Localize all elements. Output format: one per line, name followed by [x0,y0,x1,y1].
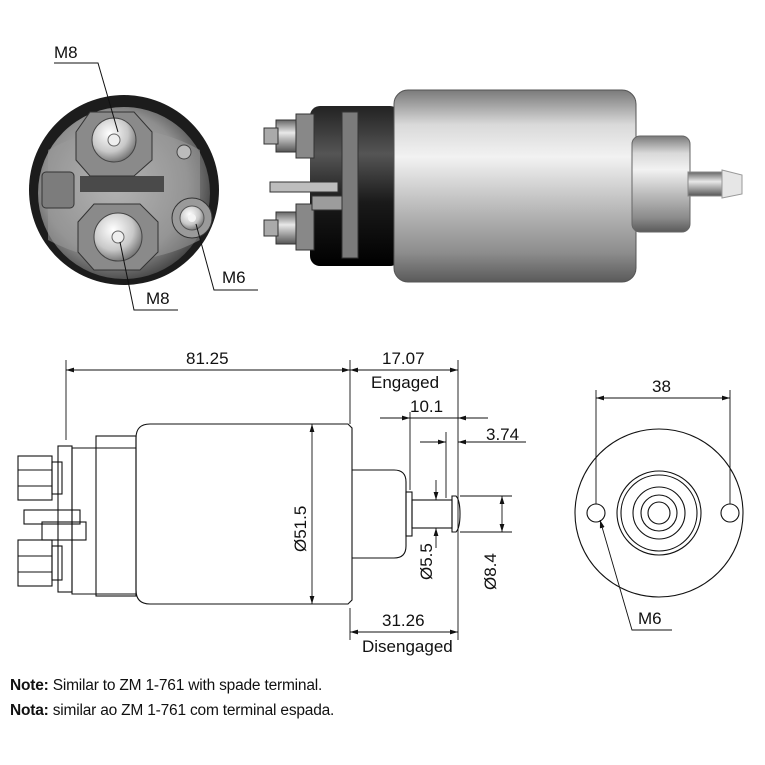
bottom-terminal-nut [275,211,299,245]
note-english: Note: Similar to ZM 1-761 with spade ter… [10,677,322,695]
shaft-diameter-value: Ø5.5 [417,543,436,580]
note-portuguese: Nota: similar ao ZM 1-761 com terminal e… [10,702,334,720]
drawing-plunger-tip [451,495,461,533]
engaged-label: Engaged [371,373,439,392]
drawing-end-boss-inner [620,474,698,552]
overall-length-value: 81.25 [186,349,229,368]
side-view-drawing [17,423,461,605]
m6-leader [195,223,258,291]
top-terminal-stud [263,127,279,145]
drawing-end-plunger-outer [632,486,686,540]
note-portuguese-text: similar ao ZM 1-761 com terminal espada. [48,702,335,719]
body-diameter-value: Ø51.5 [291,506,310,552]
drawing-top-terminal-washer [51,461,63,495]
m6-thread-leader [599,519,672,631]
bottom-terminal-base [295,203,315,251]
m8-bottom-label: M8 [146,289,170,308]
m6-stud [188,214,196,222]
top-terminal-base [295,113,315,159]
drawing-spade-clip [41,521,87,541]
side-clip [41,171,75,209]
mount-thread-label: M6 [638,609,662,628]
insulator-bar [80,176,164,192]
spade-clip [311,195,343,211]
drawing-mount-hole-left [586,503,606,523]
m8-top-stud [107,133,121,147]
metal-band [341,111,359,259]
drawing-end-plunger-core [647,501,671,525]
plunger-end [721,169,743,199]
m8-bottom-stud [111,230,125,244]
disengaged-value: 31.26 [382,611,425,630]
drawing-top-terminal [17,455,53,501]
side-view-dimension-text: 81.25 17.07 Engaged 10.1 3.74 Ø51.5 Ø5.5… [186,349,519,656]
small-rivet [176,144,192,160]
drawing-housing-lip [405,491,413,537]
plunger-tip-value: 3.74 [486,425,519,444]
tip-diameter-value: Ø8.4 [481,553,500,590]
side-view-photo [263,89,743,283]
drawing-end-boss-outer [616,470,702,556]
spade-terminal [269,181,339,193]
mount-spacing-value: 38 [652,377,671,396]
m8-top-label: M8 [54,43,78,62]
drawing-mount-hole-right [720,503,740,523]
m6-label: M6 [222,268,246,287]
plunger-step-value: 10.1 [410,397,443,416]
note-english-text: Similar to ZM 1-761 with spade terminal. [48,677,323,694]
drawing-body [135,423,353,605]
m8-bottom-leader [119,241,178,311]
drawing-end-plunger [640,494,678,532]
engaged-value: 17.07 [382,349,425,368]
top-terminal-nut [275,119,299,153]
drawing-plunger-shaft [411,499,453,529]
note-english-label: Note: [10,677,49,694]
drawing-bottom-terminal [17,539,53,587]
m8-top-leader [54,62,119,133]
note-portuguese-label: Nota: [10,702,49,719]
plunger-tip [687,171,725,197]
drawing-end-outer [574,428,744,598]
disengaged-label: Disengaged [362,637,453,656]
drawing-bottom-terminal-washer [51,545,63,581]
bottom-terminal-stud [263,219,279,237]
plunger-housing [631,135,691,233]
end-view-drawing [574,390,744,631]
drawing-spade [23,509,81,525]
solenoid-body [393,89,637,283]
drawing-end-cap [71,447,136,595]
side-view-dimensions [65,360,526,640]
end-view-photo: M8 M8 M6 [29,43,258,311]
drawing-cap-flange [95,435,137,597]
drawing-plunger-housing [352,469,407,559]
drawing-insulator [57,445,73,593]
